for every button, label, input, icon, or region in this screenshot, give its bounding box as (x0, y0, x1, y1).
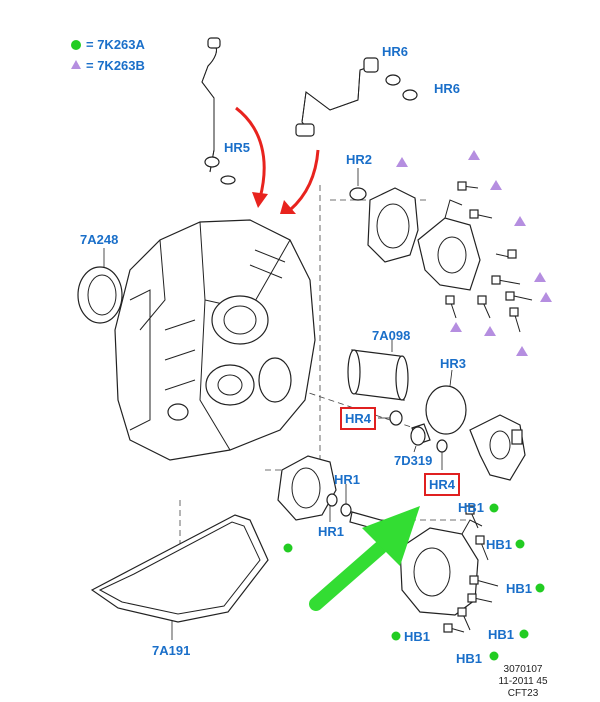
label-7a248: 7A248 (80, 232, 119, 247)
legend-purple-triangle (71, 60, 81, 69)
red-arrows (235, 106, 320, 214)
label-hr6-right: HR6 (434, 81, 461, 96)
cover-plate-upper (367, 187, 419, 263)
legend-purple-label: = 7K263B (86, 58, 145, 73)
tube-left (201, 37, 236, 185)
label-hr3: HR3 (440, 356, 467, 371)
green-arrow (309, 506, 420, 611)
housing-upper-right (417, 199, 481, 291)
label-hr1-top: HR1 (334, 472, 361, 487)
filter-7a098 (347, 340, 409, 401)
bolts-upper-right (445, 181, 533, 333)
label-hb1-e: HB1 (404, 629, 431, 644)
reference-line-2: 11-2011 45 (498, 676, 548, 687)
label-7a191: 7A191 (152, 643, 191, 658)
seal-hr1-top (340, 484, 352, 517)
label-hr2: HR2 (346, 152, 373, 167)
ring-hr3 (425, 369, 467, 435)
label-hr4-right: HR4 (424, 473, 461, 496)
reference-line-1: 3070107 (503, 664, 543, 675)
transmission-case (114, 219, 316, 461)
purple-markers (396, 150, 552, 356)
label-hr5: HR5 (224, 140, 251, 155)
cover-plate-lower (277, 455, 337, 521)
label-hr1-bottom: HR1 (318, 524, 345, 539)
reference-line-3: CFT23 (507, 688, 539, 699)
legend-green-label: = 7K263A (86, 37, 145, 52)
bushing-7d319 (410, 423, 431, 453)
seal-hr4-left (378, 410, 403, 426)
label-7d319: 7D319 (394, 453, 433, 468)
legend-green-dot (71, 40, 81, 50)
label-hb1-f: HB1 (456, 651, 483, 666)
green-markers (283, 503, 545, 661)
seal-7a248 (77, 248, 123, 324)
label-hb1-c: HB1 (506, 581, 533, 596)
ring-hr2 (349, 168, 367, 201)
label-hb1-d: HB1 (488, 627, 515, 642)
reference-code: 3070107 11-2011 45 CFT23 (488, 664, 558, 700)
pan-gasket-7a191 (90, 514, 269, 640)
label-hr6-top: HR6 (382, 44, 409, 59)
seal-hr4-right (436, 439, 448, 470)
label-hb1-b: HB1 (486, 537, 513, 552)
tube-middle (295, 57, 418, 137)
bolts-lower-right (443, 505, 499, 633)
label-hb1-a: HB1 (458, 500, 485, 515)
seal-hr1-bottom (326, 493, 338, 522)
label-hr4-left: HR4 (340, 407, 377, 430)
label-7a098: 7A098 (372, 328, 411, 343)
bracket-right (469, 414, 526, 481)
